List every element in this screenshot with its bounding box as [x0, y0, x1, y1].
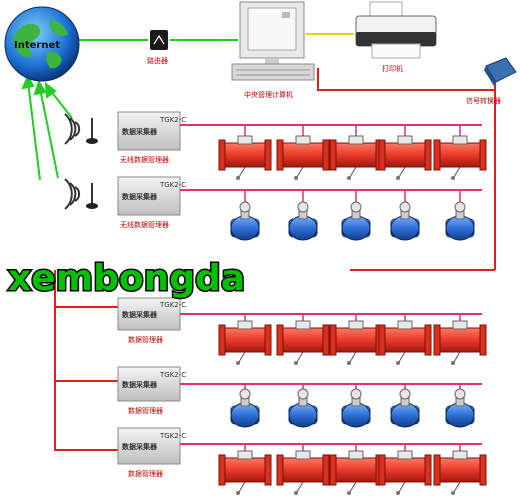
flow-meter-red [378, 444, 432, 495]
collector-model: TGK2-C [159, 181, 186, 189]
wired-collector-3: 数据采集器 TGK2-C 数据管理器 [117, 427, 186, 478]
internet-label: Internet [14, 40, 60, 51]
printer-label: 打印机 [382, 64, 403, 73]
wireless-manager-label: 无线数据管理器 [120, 220, 169, 229]
wired-bus-left [54, 270, 118, 451]
flow-meter-red [329, 314, 383, 365]
flow-meter-blue [230, 190, 260, 241]
central-pc: 中央管理计算机 [231, 1, 315, 99]
collector-model: TGK2-C [159, 432, 186, 440]
collector-title: 数据采集器 [122, 380, 158, 389]
flow-meter-red [329, 444, 383, 495]
flow-meter-red [433, 314, 487, 365]
flow-meter-red [218, 314, 272, 365]
collector-title: 数据采集器 [122, 192, 158, 201]
internet-globe: Internet [4, 6, 80, 82]
flow-meter-blue [341, 384, 371, 428]
flow-meter-red [433, 444, 487, 495]
flow-meter-red [378, 314, 432, 365]
watermark: xembongda [8, 258, 245, 299]
printer: 打印机 [355, 1, 437, 73]
collector-model: TGK2-C [159, 301, 186, 309]
router-label: 路由器 [147, 56, 168, 65]
collector-title: 数据采集器 [122, 442, 158, 451]
collector-model: TGK2-C [159, 371, 186, 379]
wireless-collector-2: 数据采集器 TGK2-C 无线数据管理器 [64, 176, 186, 229]
manager-label: 数据管理器 [128, 469, 163, 478]
flow-meter-red [218, 444, 272, 495]
wireless-collector-1: 数据采集器 TGK2-C 无线数据管理器 [64, 111, 186, 164]
collector-title: 数据采集器 [122, 127, 158, 136]
router: 路由器 [147, 30, 168, 65]
collector-model: TGK2-C [159, 116, 186, 124]
flow-meter-red [276, 444, 330, 495]
flow-meter-red [276, 125, 330, 180]
flow-meter-blue [445, 190, 475, 241]
flow-meter-red [378, 125, 432, 180]
central-pc-label: 中央管理计算机 [244, 90, 293, 99]
meter-rows [180, 124, 487, 495]
wireless-uplink-arrows [21, 73, 73, 181]
flow-meter-blue [230, 384, 260, 428]
manager-label: 数据管理器 [128, 335, 163, 344]
flow-meter-red [276, 314, 330, 365]
flow-meter-blue [445, 384, 475, 428]
signal-converter-label: 信号转换器 [466, 96, 501, 105]
flow-meter-blue [390, 384, 420, 428]
wireless-manager-label: 无线数据管理器 [120, 155, 169, 164]
collector-title: 数据采集器 [122, 310, 158, 319]
flow-meter-blue [288, 190, 318, 241]
flow-meter-blue [390, 190, 420, 241]
flow-meter-red [218, 125, 272, 180]
flow-meter-blue [288, 384, 318, 428]
flow-meter-blue [341, 190, 371, 241]
manager-label: 数据管理器 [128, 406, 163, 415]
signal-converter: 信号转换器 [466, 57, 517, 105]
pc-converter-link [317, 68, 496, 91]
wired-collector-1: 数据采集器 TGK2-C 数据管理器 [117, 297, 186, 344]
wired-collector-2: 数据采集器 TGK2-C 数据管理器 [117, 366, 186, 415]
flow-meter-red [329, 125, 383, 180]
flow-meter-red [433, 125, 487, 180]
